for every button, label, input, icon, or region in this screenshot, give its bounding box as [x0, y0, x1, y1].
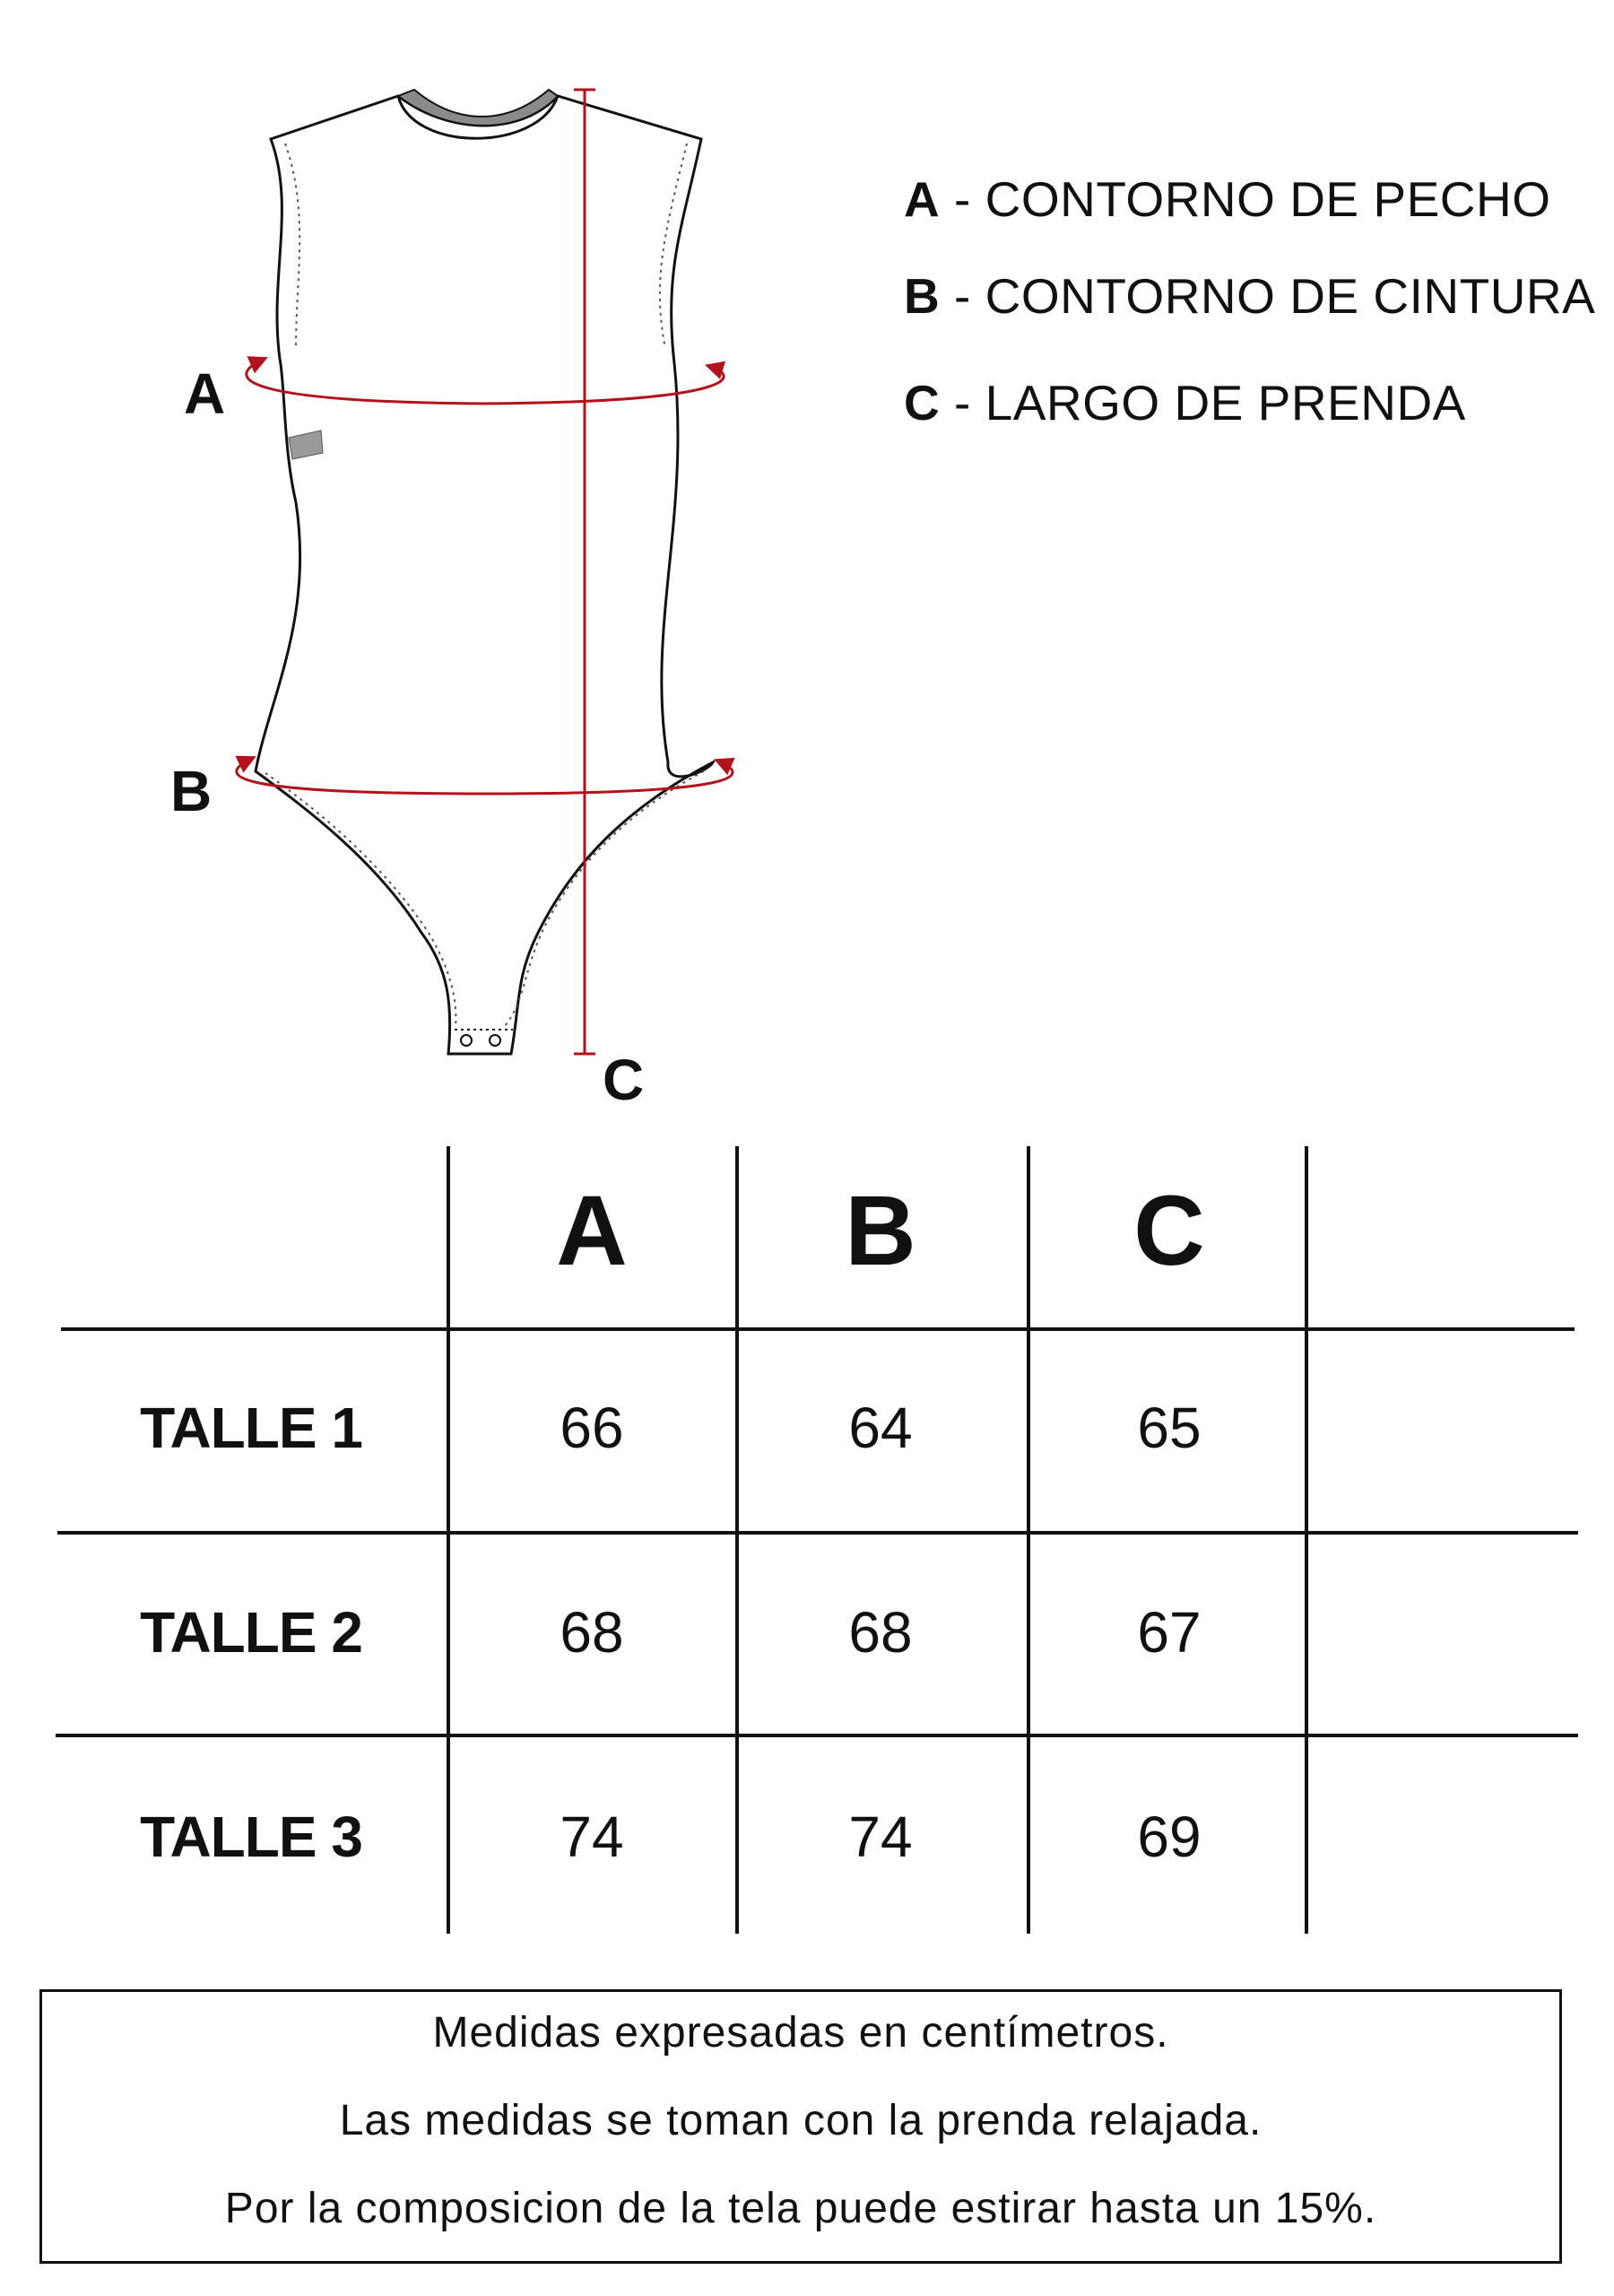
note-line: Por la composicion de la tela puede esti…: [224, 2185, 1377, 2232]
legend-item-b: B - CONTORNO DE CINTURA: [904, 272, 1595, 321]
legend-letter: B: [904, 268, 941, 324]
table-cell: 67: [1137, 1600, 1202, 1665]
table-cell: 69: [1137, 1805, 1202, 1869]
diagram-label-b: B: [170, 759, 213, 823]
waist-measure-line: [235, 755, 735, 796]
table-divider: [57, 1531, 1578, 1535]
table-divider: [1027, 1146, 1030, 1934]
diagram-label-a: A: [184, 361, 226, 426]
legend-letter: A: [904, 171, 941, 227]
column-header-c: C: [1133, 1176, 1205, 1286]
legend-text: - CONTORNO DE PECHO: [940, 171, 1551, 227]
note-line: Medidas expresadas en centímetros.: [432, 2009, 1169, 2057]
table-divider: [61, 1327, 1575, 1331]
table-divider: [735, 1146, 739, 1934]
legend-letter: C: [904, 375, 941, 430]
notes-box: Medidas expresadas en centímetros. Las m…: [39, 1989, 1562, 2264]
table-cell: 65: [1137, 1396, 1202, 1460]
snap-button: [489, 1034, 501, 1047]
row-header-talle-3: TALLE 3: [140, 1805, 363, 1869]
note-line: Las medidas se toman con la prenda relaj…: [339, 2097, 1263, 2144]
chest-measure-line: [245, 356, 726, 405]
garment-outline: [254, 94, 716, 1056]
legend-text: - LARGO DE PRENDA: [940, 375, 1466, 430]
table-divider: [447, 1146, 450, 1934]
table-divider: [1305, 1146, 1308, 1934]
row-header-talle-1: TALLE 1: [140, 1396, 363, 1460]
diagram-label-c: C: [603, 1048, 645, 1112]
table-cell: 64: [848, 1396, 913, 1460]
collar: [395, 88, 560, 126]
table-cell: 74: [560, 1805, 624, 1869]
snap-button: [460, 1034, 473, 1047]
table-cell: 66: [560, 1396, 624, 1460]
side-tag: [288, 430, 324, 460]
row-header-talle-2: TALLE 2: [140, 1600, 363, 1665]
table-cell: 74: [848, 1805, 913, 1869]
column-header-a: A: [556, 1176, 628, 1286]
legend-item-a: A - CONTORNO DE PECHO: [904, 175, 1551, 224]
table-divider: [56, 1734, 1578, 1737]
bodysuit-diagram: [235, 88, 735, 1056]
table-cell: 68: [848, 1600, 913, 1665]
table-cell: 68: [560, 1600, 624, 1665]
column-header-b: B: [845, 1176, 916, 1286]
legend-item-c: C - LARGO DE PRENDA: [904, 378, 1466, 428]
legend-text: - CONTORNO DE CINTURA: [940, 268, 1596, 324]
